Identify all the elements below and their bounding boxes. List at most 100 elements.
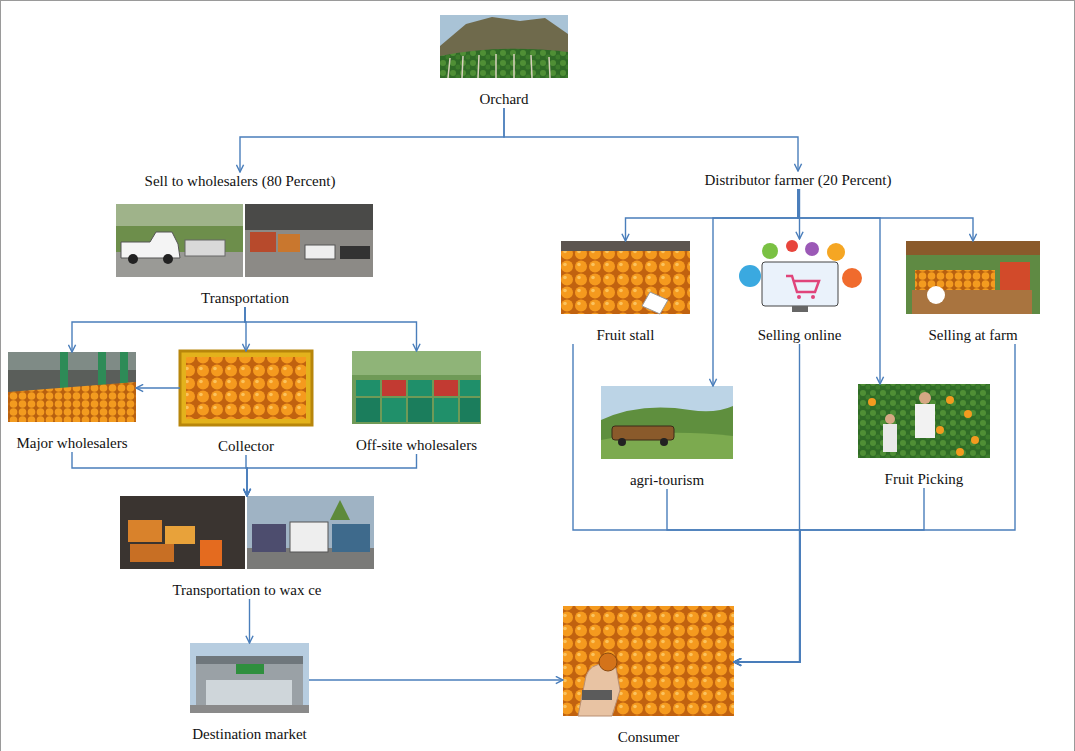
flow-arrow <box>249 599 250 643</box>
wax-center-photo <box>120 496 374 569</box>
transport-photo <box>245 204 373 277</box>
flow-arrow <box>713 189 798 386</box>
online-photo <box>734 239 865 314</box>
online-photo <box>762 243 778 259</box>
wax-center-photo <box>120 496 245 569</box>
agritourism-photo <box>601 386 733 459</box>
transport-photo <box>116 204 243 277</box>
farm-stall-photo <box>915 270 995 290</box>
transport-photo <box>116 204 243 226</box>
offsite-wholesaler-photo <box>408 398 432 422</box>
flow-arrow <box>309 679 563 680</box>
online-photo <box>739 265 761 287</box>
photo-node: Selling online <box>734 239 865 344</box>
fruit-picking-photo <box>964 410 972 418</box>
fruit-picking-photo <box>883 424 897 452</box>
online-photo <box>827 243 845 261</box>
market-photo <box>190 643 309 713</box>
consumer-photo <box>599 653 617 671</box>
offsite-wholesaler-photo <box>356 398 380 422</box>
flow-arrow <box>573 344 800 662</box>
transport-photo <box>340 246 370 259</box>
wax-center-photo <box>200 540 222 566</box>
agritourism-photo <box>601 406 733 459</box>
flow-arrow <box>504 108 798 171</box>
photo-node: agri-tourism <box>601 386 733 489</box>
market-photo <box>190 643 309 713</box>
market-photo <box>190 705 309 713</box>
node-caption: Off-site wholesalers <box>352 436 481 454</box>
market-photo <box>206 680 292 705</box>
offsite-wholesaler-photo <box>356 380 380 396</box>
online-photo <box>786 276 819 292</box>
node-caption: Sell to wholesalers (80 Percent) <box>143 172 338 190</box>
flow-arrow <box>245 307 417 351</box>
node-caption: Fruit stall <box>561 326 690 344</box>
flow-arrow <box>72 307 245 352</box>
node-caption: Destination market <box>190 725 309 743</box>
collector-photo <box>180 351 312 425</box>
orchard-photo <box>440 49 568 78</box>
consumer-photo <box>578 664 620 716</box>
wax-center-photo <box>247 496 374 569</box>
wax-center-photo <box>128 520 162 542</box>
major-wholesaler-photo <box>8 352 136 370</box>
node-caption: Major wholesalers <box>8 434 136 452</box>
fruit-picking-photo <box>919 392 931 404</box>
node-caption: Distributor farmer (20 Percent) <box>702 171 894 189</box>
consumer-photo <box>582 690 612 700</box>
transport-photo <box>185 240 225 256</box>
offsite-wholesaler-photo <box>352 351 481 424</box>
agritourism-photo <box>618 438 626 446</box>
fruit-picking-photo <box>971 436 979 444</box>
farm-stall-photo <box>906 241 1040 255</box>
photo-node: Fruit stall <box>561 241 690 344</box>
node-caption: Transportation <box>117 289 374 307</box>
transport-photo <box>305 245 335 259</box>
farm-stall-photo <box>906 241 1040 314</box>
online-photo <box>811 295 815 299</box>
photo-node: Collector <box>180 351 312 455</box>
flow-arrow <box>734 488 924 662</box>
flow-arrow <box>734 344 1015 662</box>
agritourism-photo <box>660 438 668 446</box>
online-photo <box>842 268 862 288</box>
offsite-wholesaler-photo <box>382 398 406 422</box>
fruit-picking-photo <box>956 448 964 456</box>
transport-photo <box>250 232 276 252</box>
text-node: Distributor farmer (20 Percent) <box>702 171 894 189</box>
flow-arrow <box>626 189 799 241</box>
photo-node: Major wholesalers <box>8 352 136 452</box>
photo-node: Selling at farm <box>906 241 1040 344</box>
flow-arrow <box>240 108 504 172</box>
offsite-wholesaler-photo <box>352 351 481 424</box>
photo-node: Consumer <box>563 606 734 746</box>
flow-arrow <box>136 387 180 388</box>
photo-node: Orchard <box>440 15 568 108</box>
fruit-picking-photo <box>885 414 895 424</box>
online-photo <box>805 242 819 256</box>
node-caption: Orchard <box>440 90 568 108</box>
transport-photo <box>245 204 373 230</box>
fruit-picking-photo <box>868 398 876 406</box>
consumer-photo <box>563 606 734 716</box>
fruit-picking-photo <box>858 384 990 458</box>
wax-center-photo <box>332 524 370 552</box>
agritourism-photo <box>601 386 733 459</box>
online-photo <box>797 295 801 299</box>
node-caption: Selling at farm <box>906 326 1040 344</box>
farm-stall-photo <box>1000 262 1030 290</box>
node-caption: Fruit Picking <box>858 470 990 488</box>
fruit-stall-photo <box>561 241 690 251</box>
offsite-wholesaler-photo <box>460 398 480 422</box>
fruit-picking-photo <box>936 426 944 434</box>
orchard-photo <box>440 17 568 78</box>
wax-center-photo <box>130 544 174 562</box>
fruit-picking-photo <box>946 396 954 404</box>
fruit-stall-photo <box>561 241 690 314</box>
market-photo <box>196 660 303 705</box>
fruit-picking-photo <box>915 404 935 438</box>
